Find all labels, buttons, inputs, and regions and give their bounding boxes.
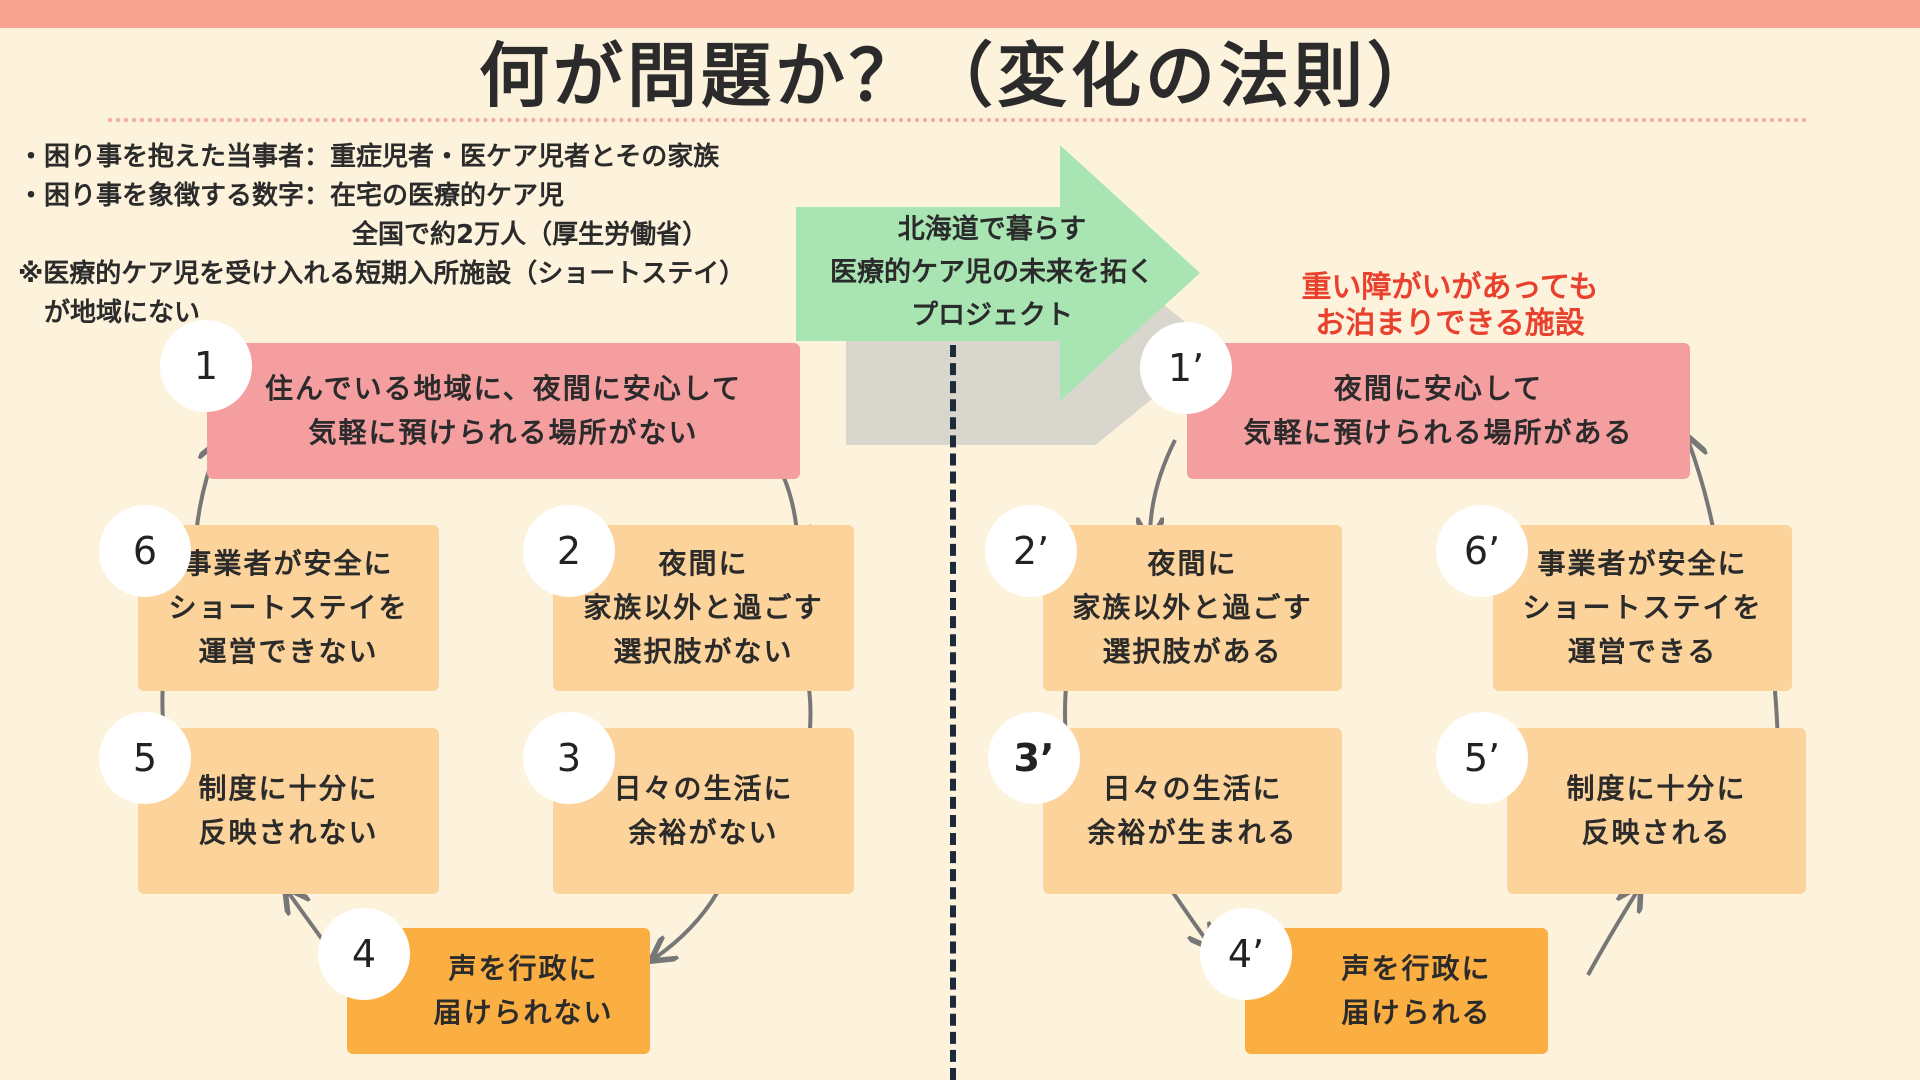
solution-box-5-line-2: 反映される [1581,816,1732,849]
problem-box-5-line-1: 制度に十分に [198,772,379,805]
solution-box-2-line-3: 選択肢がある [1102,635,1283,668]
project-line-2: 医療的ケア児の未来を拓く [830,257,1154,288]
problem-step-1: 1 [160,320,252,412]
note-line-1: ・困り事を抱えた当事者：重症児者・医ケア児者とその家族 [18,142,720,172]
solution-box-2-line-2: 家族以外と過ごす [1072,591,1313,624]
top-bar [0,0,1920,28]
solution-box-4: 声を行政に届けられる [1245,928,1548,1054]
problem-box-1-line-2: 気軽に預けられる場所がない [308,416,699,449]
solution-box-3-line-2: 余裕が生まれる [1087,816,1298,849]
solution-box-4-line-2: 届けられる [1341,996,1492,1029]
problem-box-6-line-3: 運営できない [198,635,379,668]
solution-step-6: 6’ [1436,505,1528,597]
page-title: 何が問題か？（変化の法則） [479,35,1441,117]
problem-box-2-line-1: 夜間に [658,547,749,580]
problem-box-6: 事業者が安全にショートステイを運営できない [138,525,439,691]
solution-box-1-line-1: 夜間に安心して [1333,372,1544,405]
title-underline [108,118,1808,122]
solution-box-4-line-1: 声を行政に [1341,952,1492,985]
note-line-4: ※医療的ケア児を受け入れる短期入所施設（ショートステイ） [18,259,746,289]
solution-box-6-line-1: 事業者が安全に [1537,547,1748,580]
project-arrow-label: 北海道で暮らす 医療的ケア児の未来を拓く プロジェクト [792,208,1192,337]
solution-step-5: 5’ [1436,712,1528,804]
solution-box-6-line-2: ショートステイを [1522,591,1763,624]
problem-box-5-line-2: 反映されない [198,816,379,849]
solution-step-3: 3’ [988,712,1080,804]
solution-box-1-line-2: 気軽に預けられる場所がある [1243,416,1634,449]
problem-box-2-line-3: 選択肢がない [613,635,794,668]
problem-box-6-line-1: 事業者が安全に [183,547,394,580]
problem-box-2-line-2: 家族以外と過ごす [583,591,824,624]
problem-notes: ・困り事を抱えた当事者：重症児者・医ケア児者とその家族 ・困り事を象徴する数字：… [18,138,745,333]
note-line-3: 全国で約2万人（厚生労働省） [352,220,709,250]
problem-box-6-line-2: ショートステイを [168,591,409,624]
solution-box-3-line-1: 日々の生活に [1102,772,1283,805]
solution-label-line-2: お泊まりできる施設 [1315,306,1585,341]
project-arrow-icon [796,145,1216,445]
problem-box-4-line-1: 声を行政に [448,952,599,985]
solution-box-5: 制度に十分に反映される [1507,728,1806,894]
problem-step-5: 5 [99,712,191,804]
solution-step-2: 2’ [985,505,1077,597]
solution-box-3: 日々の生活に余裕が生まれる [1043,728,1342,894]
arrow-6p-to-1p [1688,440,1716,534]
solution-box-6: 事業者が安全にショートステイを運営できる [1493,525,1792,691]
problem-box-1-line-1: 住んでいる地域に、夜間に安心して [265,372,742,405]
solution-step-4: 4’ [1200,908,1292,1000]
project-line-1: 北海道で暮らす [897,214,1087,245]
solution-box-2: 夜間に家族以外と過ごす選択肢がある [1043,525,1342,691]
arrow-3-to-4 [655,891,719,958]
note-line-2: ・困り事を象徴する数字：在宅の医療的ケア児 [18,181,565,211]
problem-box-3-line-2: 余裕がない [628,816,779,849]
problem-step-2: 2 [523,505,615,597]
solution-box-6-line-3: 運営できる [1567,635,1718,668]
solution-label: 重い障がいがあっても お泊まりできる施設 [1200,270,1700,342]
solution-box-5-line-1: 制度に十分に [1566,772,1747,805]
problem-box-5: 制度に十分に反映されない [138,728,439,894]
arrow-1p-to-2p [1150,439,1177,537]
solution-box-1: 夜間に安心して気軽に預けられる場所がある [1187,343,1690,479]
problem-step-4: 4 [318,908,410,1000]
solution-step-1: 1’ [1140,322,1232,414]
arrow-4p-to-5p [1586,890,1638,976]
solution-label-line-1: 重い障がいがあっても [1301,270,1599,305]
problem-step-3: 3 [523,712,615,804]
problem-box-3-line-1: 日々の生活に [613,772,794,805]
problem-box-1: 住んでいる地域に、夜間に安心して気軽に預けられる場所がない [207,343,800,479]
solution-box-2-line-1: 夜間に [1147,547,1238,580]
problem-box-4-line-2: 届けられない [433,996,614,1029]
problem-box-4: 声を行政に届けられない [347,928,650,1054]
center-divider [950,345,956,1080]
project-line-3: プロジェクト [911,300,1073,331]
note-line-5: が地域にない [44,298,201,328]
problem-step-6: 6 [99,505,191,597]
